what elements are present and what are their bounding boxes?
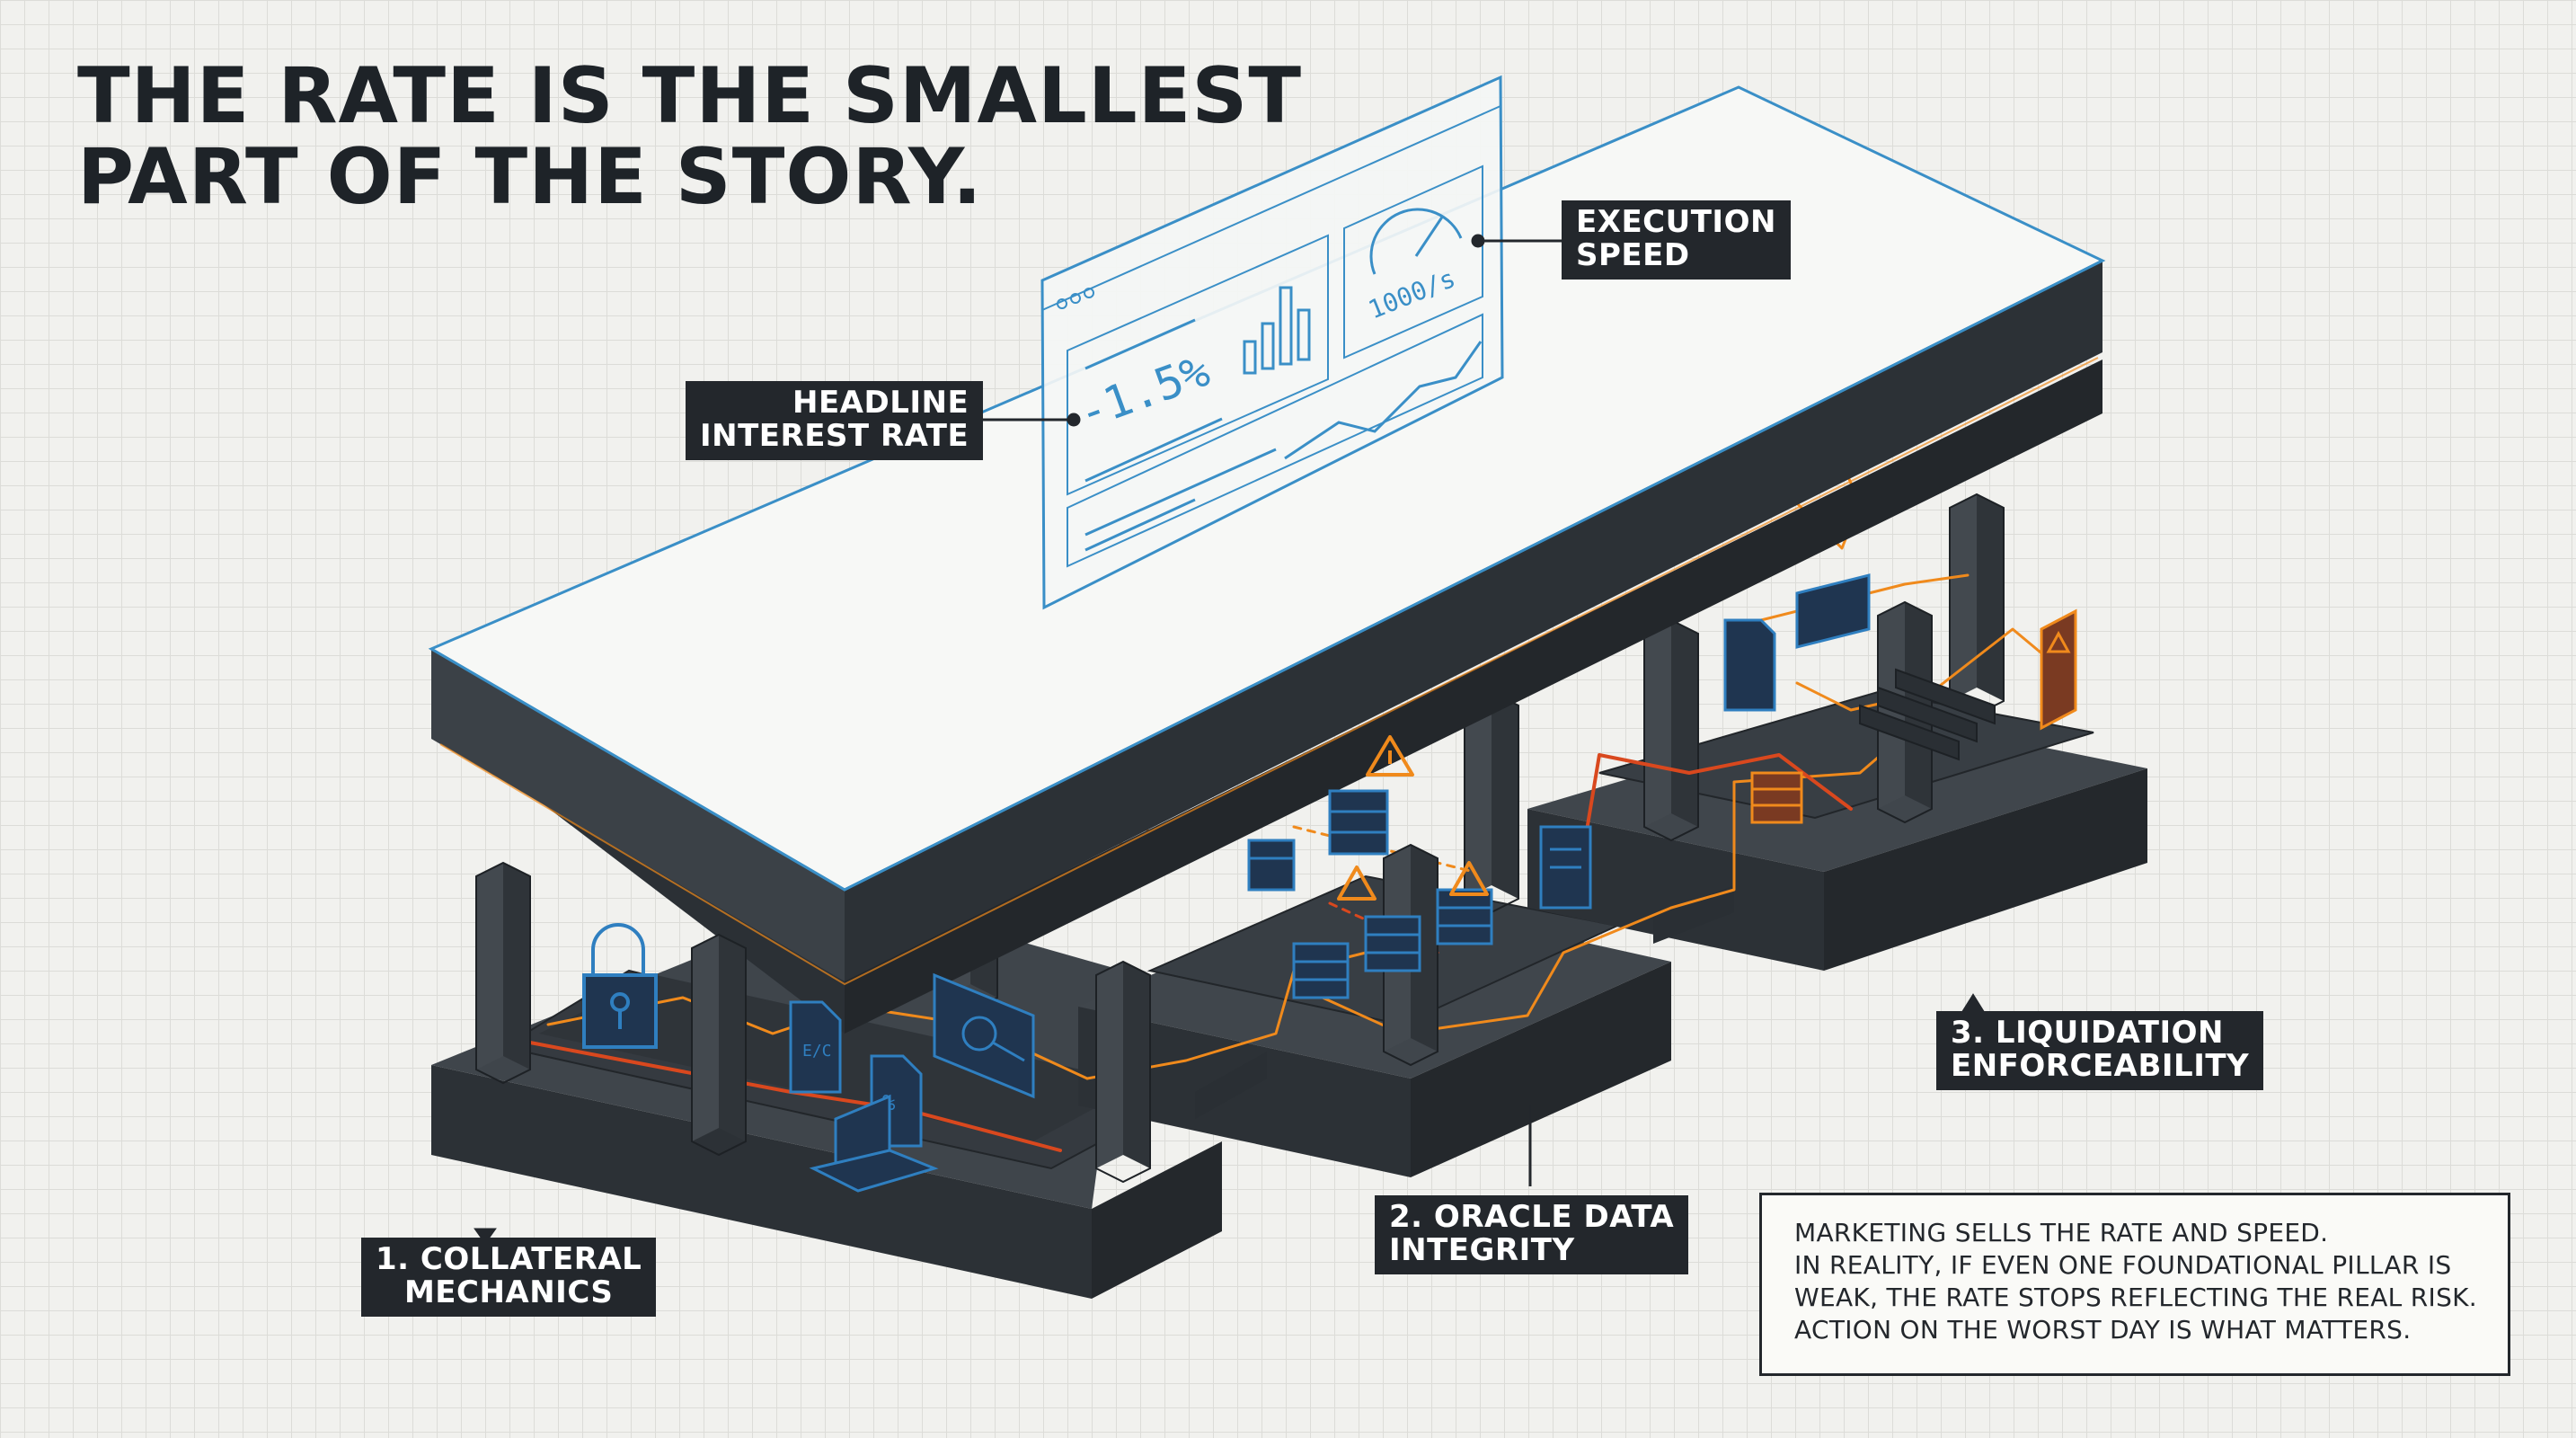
liquidation-platform — [1527, 690, 2147, 971]
trend-line — [1284, 341, 1483, 460]
collateral-mechanics-label: 1. COLLATERAL MECHANICS — [361, 1238, 657, 1317]
gauge-icon — [1369, 208, 1463, 275]
oracle-label-line-2: INTEGRITY — [1389, 1232, 1575, 1268]
liquidation-label-line-1: 3. LIQUIDATION — [1951, 1015, 2224, 1051]
callout-leaders — [474, 234, 1985, 1245]
note-line-4: ACTION ON THE WORST DAY IS WHAT MATTERS. — [1794, 1315, 2412, 1345]
title-line-2: PART OF THE STORY. — [77, 132, 983, 222]
laptop-icon — [809, 1094, 939, 1193]
lock-icon — [582, 923, 658, 1049]
headline-label-line-2: INTEREST RATE — [700, 418, 969, 454]
oracle-label-line-1: 2. ORACLE DATA — [1389, 1199, 1675, 1235]
warning-icon — [1337, 735, 1489, 901]
note-line-3: WEAK, THE RATE STOPS REFLECTING THE REAL… — [1794, 1283, 2478, 1312]
note-line-2: IN REALITY, IF EVEN ONE FOUNDATIONAL PIL… — [1794, 1250, 2452, 1280]
bar-chart-icon — [1243, 286, 1311, 375]
oracle-data-integrity-label: 2. ORACLE DATA INTEGRITY — [1375, 1195, 1689, 1274]
title-line-1: THE RATE IS THE SMALLEST — [77, 51, 1303, 141]
alert-panel-icon — [2040, 608, 2077, 731]
headline-interest-rate-label: HEADLINE INTEREST RATE — [686, 381, 984, 460]
note-line-1: MARKETING SELLS THE RATE AND SPEED. — [1794, 1218, 2329, 1247]
headline-label-line-1: HEADLINE — [792, 385, 969, 421]
collateral-label-line-1: 1. COLLATERAL — [376, 1241, 642, 1277]
stairs-icon — [1859, 668, 1996, 761]
document-icon: E/C — [789, 1000, 842, 1094]
execution-label-line-1: EXECUTION — [1576, 204, 1776, 240]
database-icon — [1247, 789, 1493, 999]
svg-text:E/C: E/C — [802, 1042, 832, 1061]
key-icon — [933, 972, 1035, 1099]
liquidation-enforceability-label: 3. LIQUIDATION ENFORCEABILITY — [1936, 1011, 2264, 1090]
server-icon — [1539, 825, 1592, 910]
liquidation-document-icons — [1723, 573, 1871, 824]
page-title: THE RATE IS THE SMALLEST PART OF THE STO… — [77, 56, 1302, 217]
execution-label-line-2: SPEED — [1576, 237, 1690, 273]
execution-speed-label: EXECUTION SPEED — [1562, 200, 1791, 280]
liquidation-label-line-2: ENFORCEABILITY — [1951, 1048, 2250, 1084]
summary-note: MARKETING SELLS THE RATE AND SPEED. IN R… — [1759, 1193, 2510, 1376]
collateral-label-line-2: MECHANICS — [403, 1274, 614, 1310]
